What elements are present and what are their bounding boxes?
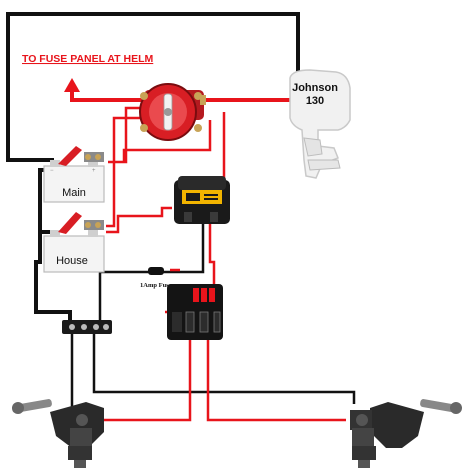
- house-to-switch-wire: [106, 116, 148, 228]
- motor-brand-label: Johnson: [292, 82, 338, 94]
- house-battery: [43, 212, 105, 273]
- bus-bar-icon: [62, 320, 112, 334]
- acr-relay-icon: [174, 176, 230, 224]
- battery-switch-icon: [139, 83, 206, 141]
- inline-fuse-icon: [148, 267, 164, 275]
- house-busbar-ground-wire: [34, 232, 72, 322]
- helm-arrow-icon: [64, 78, 80, 92]
- battery-main-label: Main: [62, 187, 86, 199]
- motor-model-label: 130: [306, 95, 324, 107]
- switch-to-acr-wire: [122, 120, 212, 162]
- inline-fuse-label: 1Amp Fuse: [140, 282, 172, 289]
- svg-text:+: +: [92, 168, 96, 174]
- battery-house-label: House: [56, 255, 88, 267]
- house-battery-terminal-icon: [58, 212, 82, 234]
- fuseblock-right-downrigger: [206, 332, 346, 422]
- outboard-motor-icon: [289, 69, 351, 179]
- busbar-to-right-downrigger-ground: [92, 334, 356, 404]
- fuse-block-icon: [167, 284, 223, 340]
- main-battery-terminal-icon: [58, 146, 82, 166]
- downrigger-icon: [12, 399, 104, 468]
- svg-text:−: −: [50, 168, 54, 174]
- fuse-panel-label: TO FUSE PANEL AT HELM: [22, 53, 154, 65]
- downrigger-icon: [350, 399, 462, 468]
- main-battery: − +: [43, 146, 105, 203]
- switch-to-helm-wire: [70, 88, 146, 102]
- fuseblock-left-downrigger: [76, 332, 192, 422]
- main-to-switch-wire: [108, 106, 150, 164]
- house-to-acr-wire: [106, 206, 172, 234]
